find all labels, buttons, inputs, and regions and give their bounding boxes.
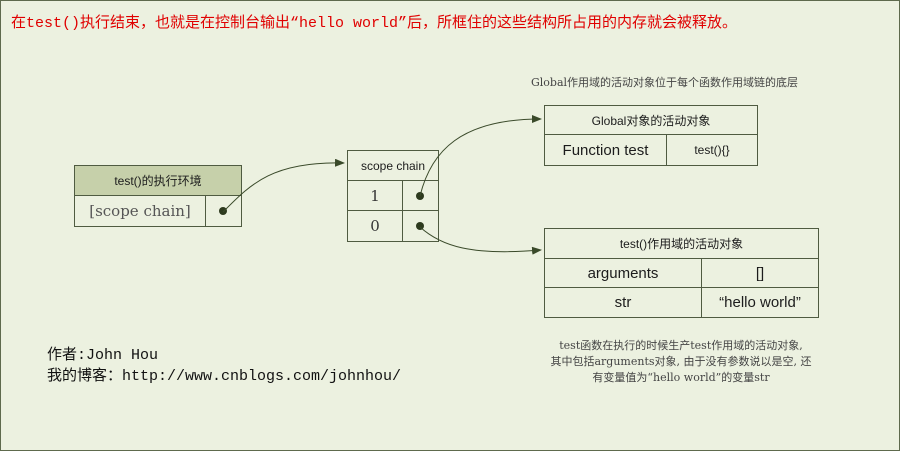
scope-index-1: 1	[348, 181, 403, 211]
test-ao-value-str: “hello world”	[719, 294, 801, 311]
scope-chain-title: scope chain	[348, 151, 438, 181]
author-blog: 我的博客：http://www.cnblogs.com/johnhou/	[47, 368, 402, 385]
test-ao-key-str: str	[545, 288, 702, 317]
global-ao-value: test(){}	[694, 143, 730, 157]
arrow-exec-to-scope-chain	[222, 158, 345, 213]
test-ao-box: test()作用域的活动对象 arguments [] str “hello w…	[544, 228, 819, 318]
global-ao-key: Function test	[545, 135, 667, 165]
global-note: Global作用域的活动对象位于每个函数作用域链的底层	[531, 76, 799, 89]
exec-context-box: test()的执行环境 [scope chain]	[74, 165, 242, 227]
test-note-line-1: test函数在执行的时候生产test作用域的活动对象,	[559, 339, 803, 352]
test-ao-title: test()作用域的活动对象	[545, 229, 818, 259]
scope-chain-label: [scope chain]	[75, 196, 206, 226]
exec-context-title: test()的执行环境	[75, 166, 241, 196]
test-ao-value-arguments: []	[702, 259, 818, 288]
test-note-line-2: 其中包括arguments对象, 由于没有参数说以是空, 还	[550, 355, 812, 368]
global-ao-box: Global对象的活动对象 Function test test(){}	[544, 105, 758, 166]
exec-pointer-dot	[219, 207, 227, 215]
arrow-index1-to-global-ao	[419, 115, 542, 197]
author-name: 作者:John Hou	[47, 347, 159, 364]
arrow-index0-to-test-ao	[419, 226, 542, 255]
exec-pointer-cell	[206, 196, 241, 226]
header-text: 在test()执行结束，也就是在控制台输出“hello world”后，所框住的…	[11, 15, 738, 32]
scope-pointer-dot-0	[416, 222, 424, 230]
author-block: 作者:John Hou 我的博客：http://www.cnblogs.com/…	[47, 345, 401, 387]
global-ao-title: Global对象的活动对象	[545, 106, 757, 135]
test-note: test函数在执行的时候生产test作用域的活动对象, 其中包括argument…	[516, 338, 846, 386]
test-ao-key-arguments: arguments	[545, 259, 702, 288]
scope-index-0: 0	[348, 211, 403, 241]
scope-chain-box: scope chain 1 0	[347, 150, 439, 242]
scope-pointer-cell-0	[403, 211, 438, 241]
test-note-line-3: 有变量值为“hello world”的变量str	[592, 371, 770, 384]
